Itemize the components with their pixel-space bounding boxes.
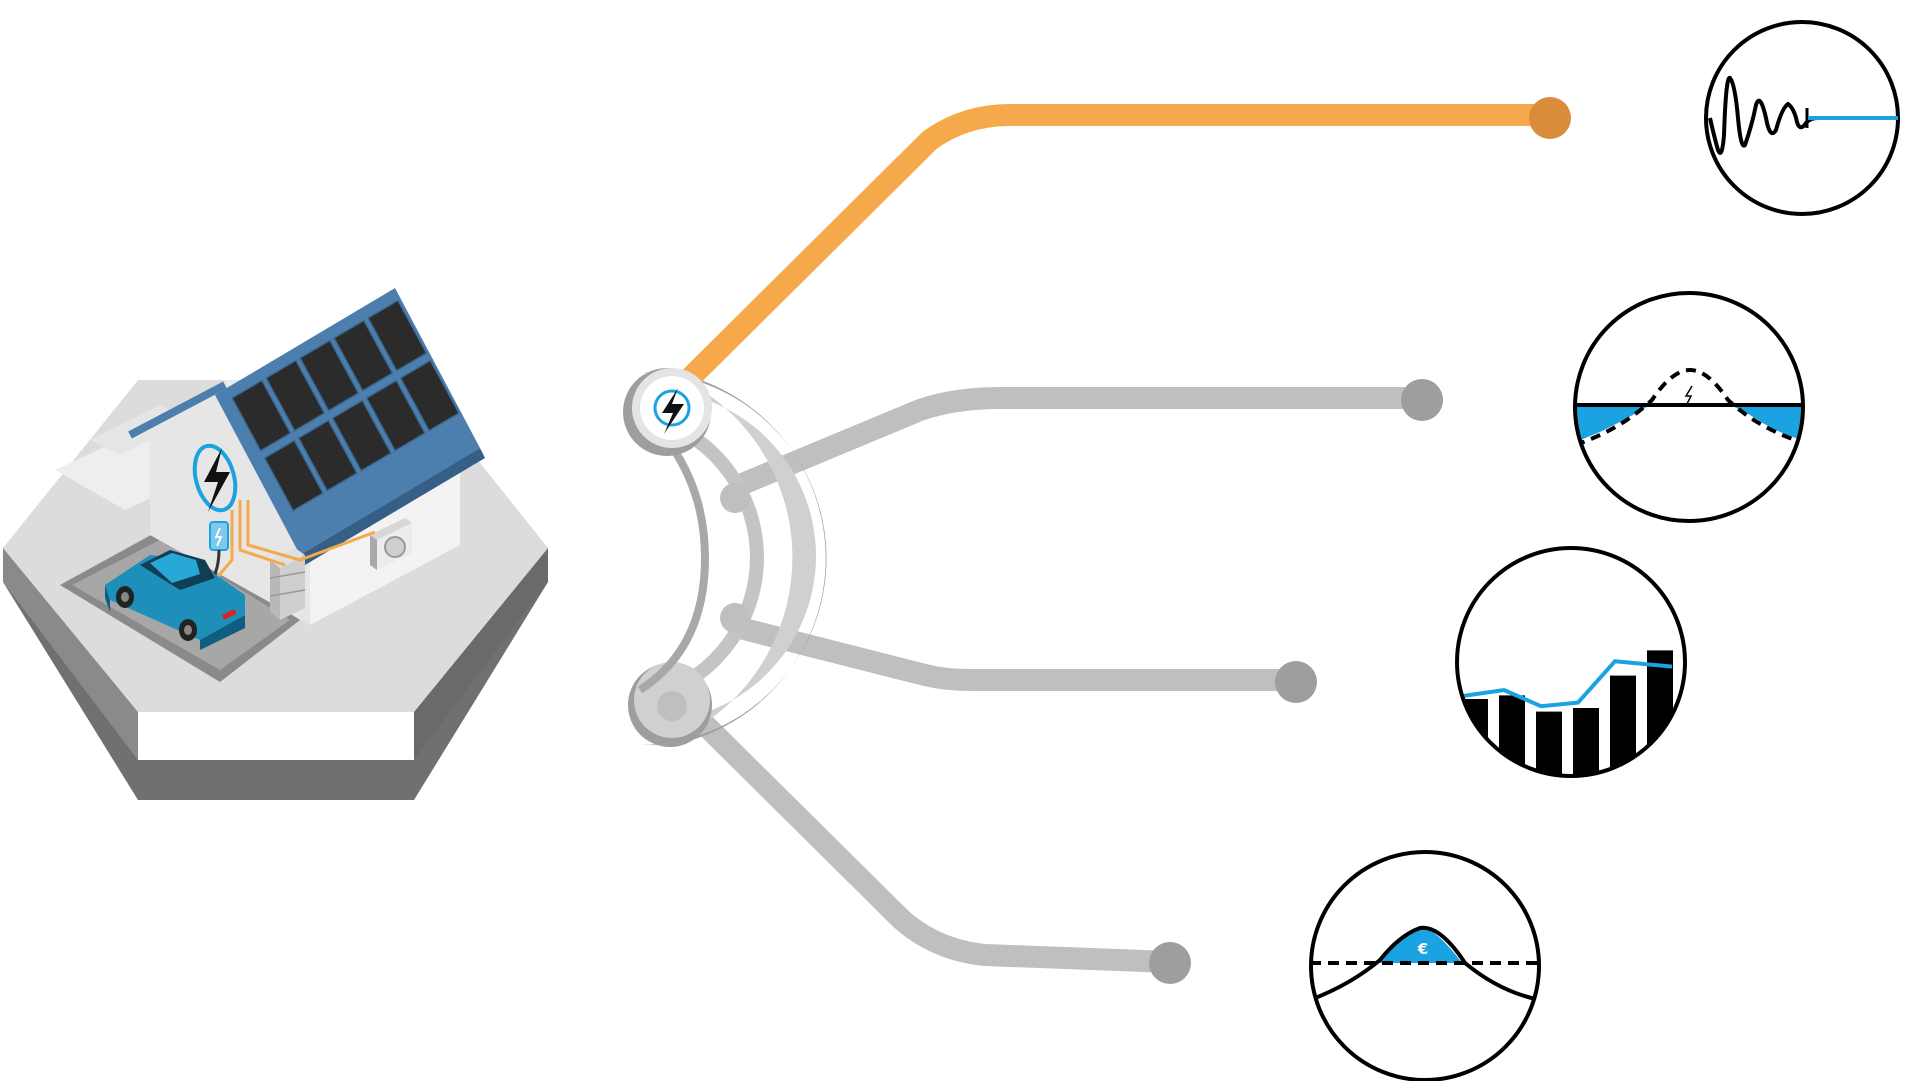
generation-curve	[1575, 367, 1803, 447]
hub-crescent-inner	[655, 413, 764, 702]
hub-crescent	[650, 370, 816, 745]
branch-2-endpoint[interactable]	[1401, 379, 1443, 421]
roof-edge	[300, 448, 485, 565]
peak-fill	[1378, 927, 1462, 963]
solar-panel	[264, 359, 326, 432]
lightning-hub[interactable]	[623, 368, 827, 747]
electric-car	[105, 550, 245, 650]
roof-overhang	[128, 381, 227, 439]
solar-panel	[366, 299, 428, 372]
branch-4[interactable]	[669, 689, 1181, 973]
branch-4-endpoint[interactable]	[1149, 942, 1191, 984]
solar-panel	[297, 419, 359, 492]
branch-1-active[interactable]	[669, 104, 1561, 399]
oscillation-wave	[1708, 75, 1819, 155]
hub-dot	[720, 603, 750, 633]
surplus-area-right	[1730, 405, 1803, 442]
flex-branches	[669, 97, 1571, 984]
platform-side-left	[3, 548, 138, 760]
circle-bar-trend	[1455, 546, 1687, 778]
branch-3[interactable]	[729, 617, 1306, 691]
house-lightning-icon	[192, 443, 238, 513]
branch-2[interactable]	[729, 387, 1431, 496]
solar-panel	[331, 399, 393, 472]
circle-price-peak: €	[1309, 850, 1541, 1082]
circle-grid-frequency	[1704, 20, 1900, 216]
price-curve	[1311, 925, 1539, 1002]
hub-dot	[720, 483, 750, 513]
house-scene	[3, 288, 548, 800]
platform-side-right	[414, 548, 548, 760]
bar	[1536, 711, 1562, 776]
branch-3-endpoint[interactable]	[1275, 661, 1317, 703]
power-wiring	[213, 500, 376, 581]
branch-1-endpoint[interactable]	[1529, 97, 1571, 139]
trend-line	[1457, 659, 1673, 709]
solar-panel-array	[230, 299, 461, 512]
hub-lightning-icon	[653, 388, 691, 434]
bar	[1647, 650, 1673, 776]
bar	[1499, 695, 1525, 776]
solar-panel	[399, 359, 461, 432]
mini-lightning-icon	[1684, 385, 1693, 405]
bar	[1573, 708, 1599, 776]
euro-symbol: €	[1417, 940, 1428, 958]
circle-self-consumption	[1573, 291, 1805, 523]
solar-panel	[332, 319, 394, 392]
solar-panel	[298, 339, 360, 412]
surplus-area-left	[1575, 405, 1650, 445]
solar-panel	[263, 439, 325, 512]
bar	[1462, 699, 1488, 776]
hub-dot	[657, 691, 687, 721]
solar-panel	[230, 379, 292, 452]
heat-pump-unit	[370, 518, 412, 570]
solar-panel	[365, 379, 427, 452]
